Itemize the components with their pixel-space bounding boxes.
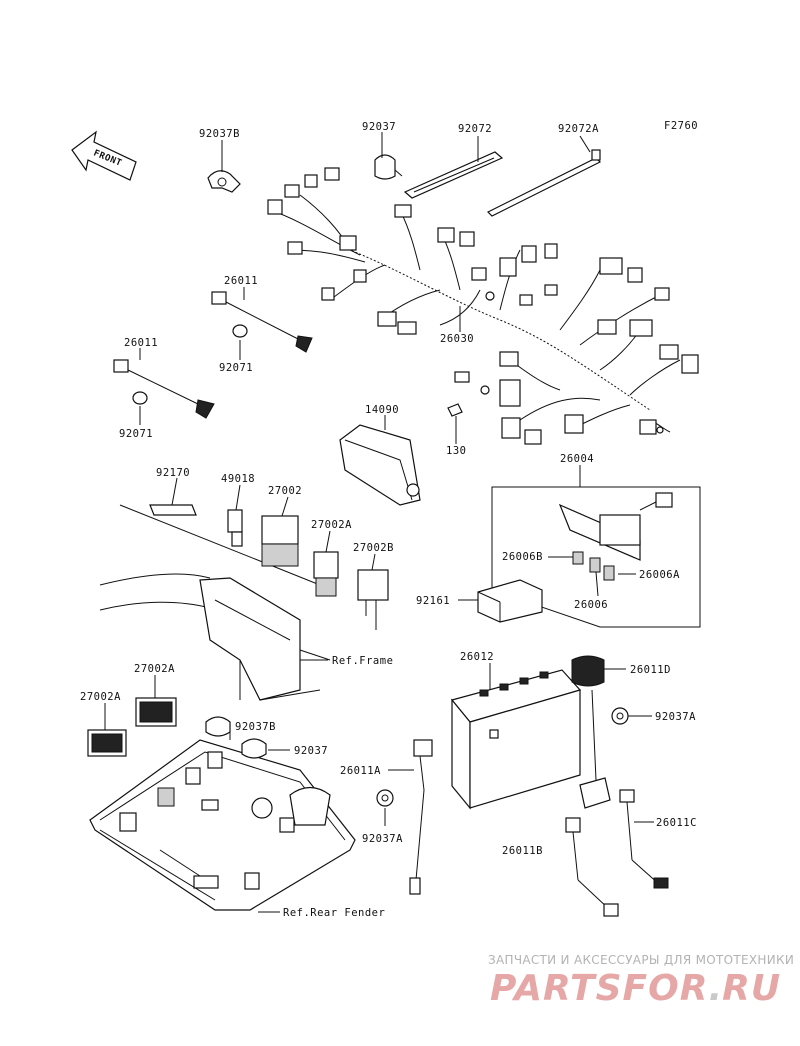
relay-27002A-left bbox=[87, 729, 127, 757]
relay-27002 bbox=[261, 515, 299, 567]
watermark-tagline: ЗАПЧАСТИ И АКСЕССУАРЫ ДЛЯ МОТОТЕХНИКИ bbox=[488, 953, 794, 967]
label-92072A: 92072A bbox=[558, 123, 599, 135]
label-26030: 26030 bbox=[440, 333, 474, 345]
relay-27002B bbox=[357, 569, 389, 630]
label-26011C: 26011C bbox=[656, 817, 697, 829]
label-92170: 92170 bbox=[156, 467, 190, 479]
cable-26011C bbox=[619, 789, 669, 889]
watermark-logo-part3: RU bbox=[722, 968, 781, 1009]
label-26006A: 26006A bbox=[639, 569, 680, 581]
band-92072 bbox=[403, 151, 504, 199]
label-27002A-left: 27002A bbox=[80, 691, 121, 703]
label-26012: 26012 bbox=[460, 651, 494, 663]
relay-27002A-mid bbox=[313, 551, 339, 597]
label-49018: 49018 bbox=[221, 473, 255, 485]
label-92161: 92161 bbox=[416, 595, 450, 607]
label-92037-lower: 92037 bbox=[294, 745, 328, 757]
sub-harness-26004-box bbox=[491, 486, 701, 628]
box-92161 bbox=[477, 579, 543, 623]
lead-26011-a bbox=[211, 291, 313, 353]
watermark-logo-part1: PARTS bbox=[490, 968, 623, 1009]
band-92072A bbox=[486, 149, 602, 217]
plate-92170 bbox=[119, 504, 321, 586]
label-92037-top: 92037 bbox=[362, 121, 396, 133]
ref-frame-label: Ref.Frame bbox=[332, 655, 393, 667]
clip-92037B-top bbox=[207, 170, 241, 193]
label-27002A-lower: 27002A bbox=[134, 663, 175, 675]
clip-92037A-right bbox=[611, 707, 629, 725]
lead-26011-b bbox=[113, 359, 215, 419]
label-26011D: 26011D bbox=[630, 664, 671, 676]
label-92037B-top: 92037B bbox=[199, 128, 240, 140]
leader-lines bbox=[104, 132, 654, 913]
label-92037A-right: 92037A bbox=[655, 711, 696, 723]
label-130: 130 bbox=[446, 445, 466, 457]
label-26004: 26004 bbox=[560, 453, 594, 465]
clip-92037-lower bbox=[241, 738, 267, 759]
cable-26011D bbox=[571, 655, 611, 809]
clip-92037-top bbox=[374, 154, 403, 180]
main-harness-26030 bbox=[267, 167, 699, 445]
label-26006: 26006 bbox=[574, 599, 608, 611]
clip-92037A-lower bbox=[376, 789, 394, 807]
figure-code: F2760 bbox=[664, 120, 698, 132]
label-26011A: 26011A bbox=[340, 765, 381, 777]
label-92071-b: 92071 bbox=[119, 428, 153, 440]
label-27002A-mid: 27002A bbox=[311, 519, 352, 531]
battery-26012 bbox=[450, 669, 582, 810]
cover-14090 bbox=[339, 424, 421, 506]
clip-92037B-lower bbox=[205, 716, 231, 737]
label-26011B: 26011B bbox=[502, 845, 543, 857]
front-arrow-icon: FRONT bbox=[71, 130, 137, 181]
label-27002B: 27002B bbox=[353, 542, 394, 554]
watermark-logo-dot: . bbox=[708, 968, 722, 1009]
fuse-49018 bbox=[227, 509, 243, 547]
bolt-130 bbox=[447, 403, 463, 440]
frame-section bbox=[99, 573, 331, 701]
rear-fender-tray bbox=[89, 739, 356, 911]
label-26006B: 26006B bbox=[502, 551, 543, 563]
label-14090: 14090 bbox=[365, 404, 399, 416]
cable-26011A bbox=[409, 739, 433, 895]
svg-text:PARTSFOR.RU: PARTSFOR.RU bbox=[490, 968, 781, 1009]
cable-26011B bbox=[565, 817, 619, 917]
watermark-logo-part2: FOR bbox=[623, 968, 709, 1009]
label-26011-a: 26011 bbox=[224, 275, 258, 287]
label-26011-b: 26011 bbox=[124, 337, 158, 349]
watermark-logo: PARTSFOR.RU bbox=[490, 968, 781, 1009]
label-27002: 27002 bbox=[268, 485, 302, 497]
relay-27002A-lower bbox=[135, 697, 177, 727]
ref-rear-fender-label: Ref.Rear Fender bbox=[283, 907, 385, 919]
label-92071-a: 92071 bbox=[219, 362, 253, 374]
label-92037A-lower: 92037A bbox=[362, 833, 403, 845]
label-92072: 92072 bbox=[458, 123, 492, 135]
label-92037B-lower: 92037B bbox=[235, 721, 276, 733]
